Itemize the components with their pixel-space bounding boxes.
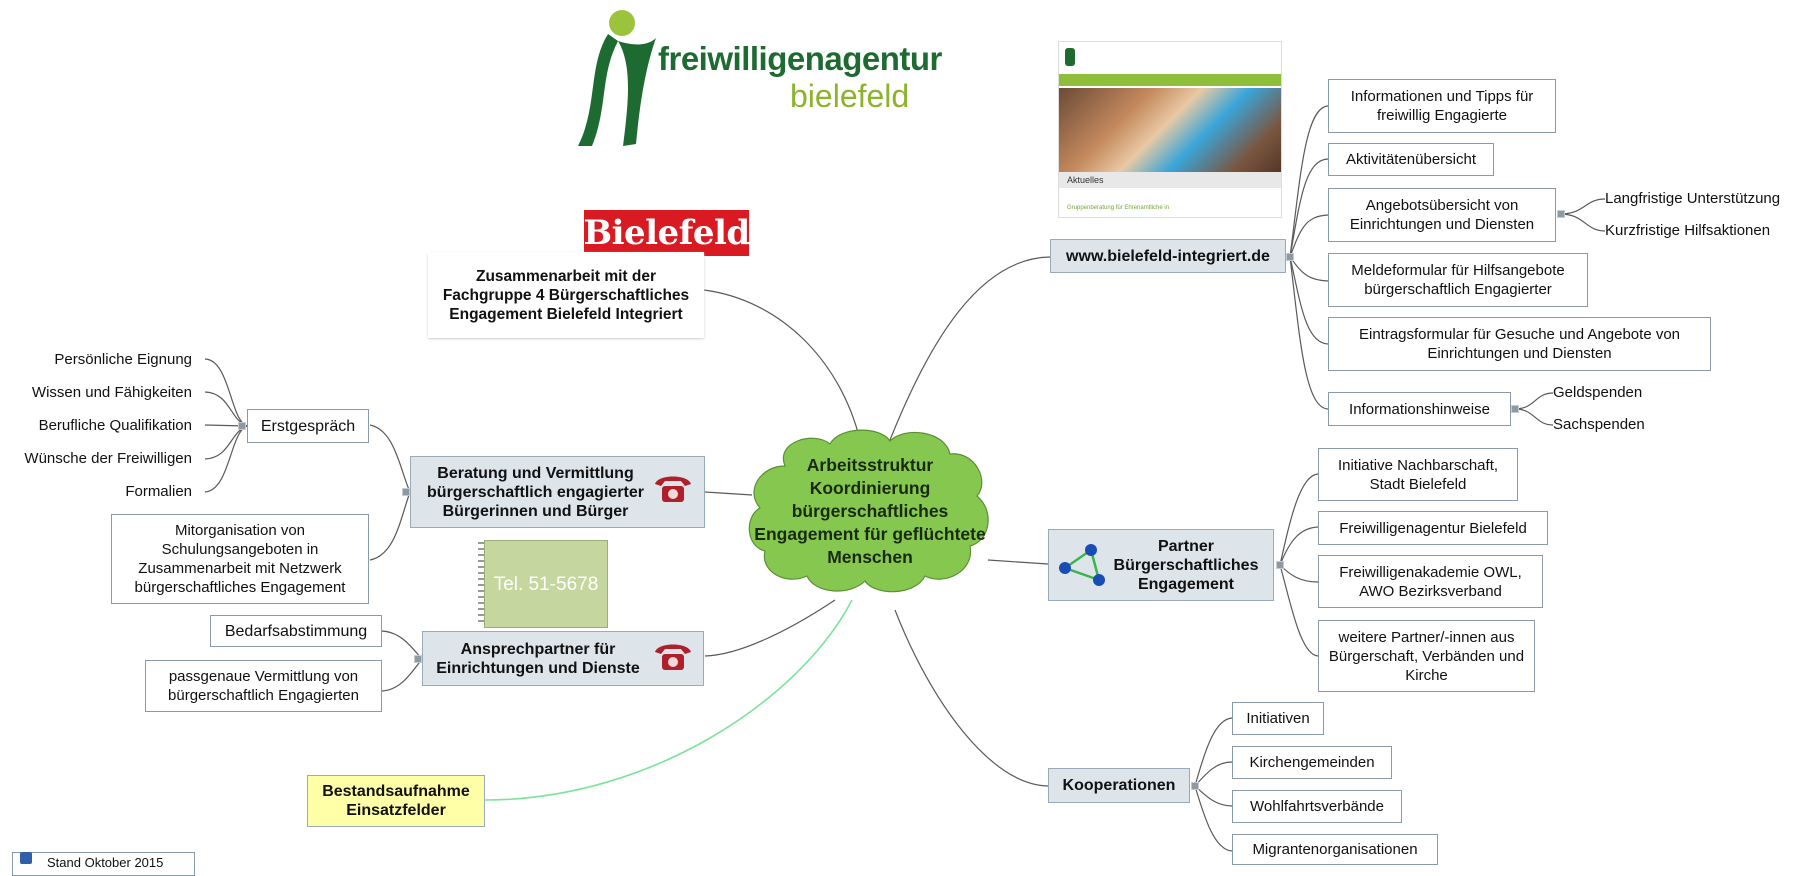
kooperationen-node[interactable]: Kooperationen xyxy=(1048,768,1190,803)
partner-collapse-toggle[interactable] xyxy=(1276,561,1284,569)
telephone-number-note: Tel. 51-5678 xyxy=(484,540,608,628)
mitorganisation-node[interactable]: Mitorganisation von Schulungsangeboten i… xyxy=(111,514,369,604)
website-collapse-toggle[interactable] xyxy=(1286,253,1294,261)
partner-item[interactable]: Initiative Nachbarschaft, Stadt Bielefel… xyxy=(1318,448,1518,501)
website-meldeformular-node[interactable]: Meldeformular für Hilfsangebote bürgersc… xyxy=(1328,253,1588,307)
telephone-icon xyxy=(655,644,691,670)
erstgespraech-item: Berufliche Qualifikation xyxy=(38,417,192,434)
kooperation-item[interactable]: Kirchengemeinden xyxy=(1232,746,1392,779)
partner-node[interactable]: Partner Bürgerschaftliches Engagement xyxy=(1048,529,1274,601)
beratung-collapse-toggle[interactable] xyxy=(402,488,410,496)
website-hinweise-node[interactable]: Informationshinweise xyxy=(1328,392,1511,426)
ansprechpartner-collapse-toggle[interactable] xyxy=(414,655,422,663)
central-topic: Arbeitsstruktur Koordinierung bürgerscha… xyxy=(754,454,986,567)
website-node[interactable]: www.bielefeld-integriert.de xyxy=(1050,239,1286,273)
beratung-node[interactable]: Beratung und Vermittlung bürgerschaftlic… xyxy=(410,456,705,528)
kooperationen-collapse-toggle[interactable] xyxy=(1191,782,1199,790)
bedarfsabstimmung-node[interactable]: Bedarfsabstimmung xyxy=(210,615,382,647)
central-topic-cloud[interactable] xyxy=(745,426,995,596)
ansprechpartner-label: Ansprechpartner für Einrichtungen und Di… xyxy=(436,640,640,677)
erstgespraech-item: Wissen und Fähigkeiten xyxy=(31,384,192,401)
kooperation-item[interactable]: Wohlfahrtsverbände xyxy=(1232,790,1402,823)
zusammenarbeit-node[interactable]: Zusammenarbeit mit der Fachgruppe 4 Bürg… xyxy=(428,252,704,338)
kooperation-item[interactable]: Initiativen xyxy=(1232,702,1324,735)
footer-date-note: Stand Oktober 2015 xyxy=(12,852,195,876)
partner-item[interactable]: Freiwilligenagentur Bielefeld xyxy=(1318,511,1548,545)
logo-text-line1: freiwilligenagentur xyxy=(658,40,942,77)
website-infos-node[interactable]: Informationen und Tipps für freiwillig E… xyxy=(1328,79,1556,133)
angebote-collapse-toggle[interactable] xyxy=(1557,210,1565,218)
bestandsaufnahme-node[interactable]: Bestandsaufnahme Einsatzfelder xyxy=(307,775,485,827)
bielefeld-logo: Bielefeld xyxy=(583,210,750,256)
partner-item[interactable]: weitere Partner/-innen aus Bürgerschaft,… xyxy=(1318,620,1535,692)
note-icon xyxy=(20,852,32,864)
erstgespraech-item: Persönliche Eignung xyxy=(54,351,192,368)
beratung-label: Beratung und Vermittlung bürgerschaftlic… xyxy=(427,464,644,520)
partner-item[interactable]: Freiwilligenakademie OWL, AWO Bezirksver… xyxy=(1318,555,1543,608)
angebote-child: Langfristige Unterstützung xyxy=(1605,190,1781,207)
erstgespraech-item: Formalien xyxy=(125,483,192,500)
erstgespraech-node[interactable]: Erstgespräch xyxy=(247,409,369,443)
kooperation-item[interactable]: Migrantenorganisationen xyxy=(1232,834,1438,865)
hinweise-child: Geldspenden xyxy=(1553,384,1643,401)
hinweise-collapse-toggle[interactable] xyxy=(1511,405,1519,413)
thumbnail-subcaption: Gruppenberatung für Ehrenamtliche in xyxy=(1067,205,1170,211)
angebote-child: Kurzfristige Hilfsaktionen xyxy=(1605,222,1771,239)
vermittlung-node[interactable]: passgenaue Vermittlung von bürgerschaftl… xyxy=(145,660,382,712)
logo-text-line2: bielefeld xyxy=(790,78,910,114)
telephone-icon xyxy=(655,476,691,502)
ansprechpartner-node[interactable]: Ansprechpartner für Einrichtungen und Di… xyxy=(422,631,704,686)
network-icon xyxy=(1059,544,1105,586)
erstgespraech-item: Wünsche der Freiwilligen xyxy=(24,450,192,467)
website-angebote-node[interactable]: Angebotsübersicht von Einrichtungen und … xyxy=(1328,188,1556,242)
freiwilligenagentur-logo xyxy=(578,10,656,146)
website-eintragsformular-node[interactable]: Eintragsformular für Gesuche und Angebot… xyxy=(1328,317,1711,371)
hinweise-child: Sachspenden xyxy=(1553,416,1645,433)
thumbnail-caption: Aktuelles xyxy=(1067,175,1104,185)
website-screenshot: Aktuelles Gruppenberatung für Ehrenamtli… xyxy=(1058,41,1282,218)
partner-label: Partner Bürgerschaftliches Engagement xyxy=(1113,537,1259,593)
website-aktivitaeten-node[interactable]: Aktivitätenübersicht xyxy=(1328,143,1494,176)
erstgespraech-collapse-toggle[interactable] xyxy=(238,422,246,430)
